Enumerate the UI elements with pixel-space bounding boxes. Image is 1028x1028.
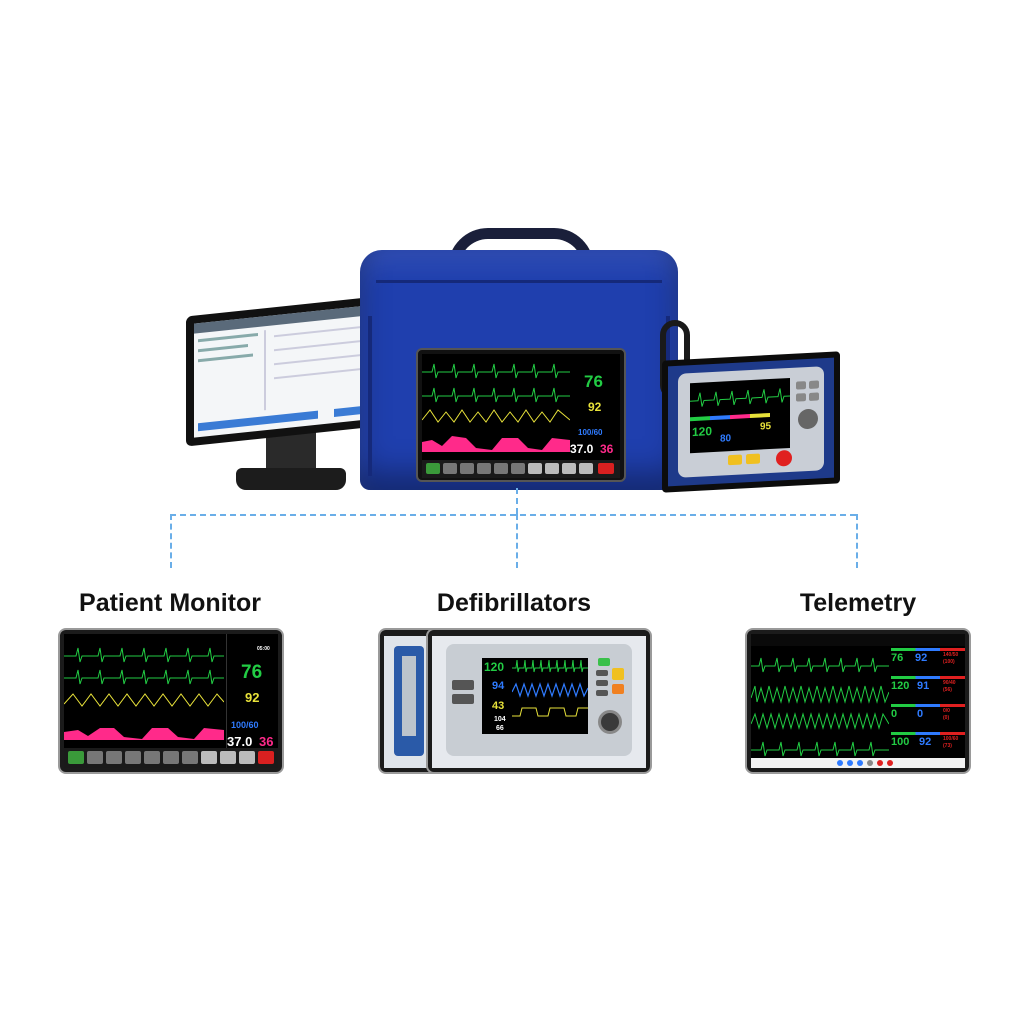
defib-charge-button[interactable] <box>612 668 624 680</box>
connector-trunk <box>516 488 518 514</box>
pm-numeric-panel: 05:00 76 92 100/60 37.0 36 <box>226 634 278 749</box>
connector-center <box>516 514 518 568</box>
telemetry-row: 0 0 0/0 (0) <box>891 704 965 730</box>
telemetry-spo2: 92 <box>919 736 932 748</box>
defib-selector-knob[interactable] <box>598 710 622 734</box>
pm-button[interactable] <box>106 751 122 764</box>
pm-home-button[interactable] <box>68 751 84 764</box>
right-tablet-sub: 80 <box>720 433 732 445</box>
defib-nibp-dia: 66 <box>496 725 504 732</box>
telemetry-bp: 0/0 <box>943 708 950 714</box>
telemetry-row: 76 92 140/50 (100) <box>891 648 965 674</box>
telemetry-nav-icon[interactable] <box>877 760 883 766</box>
desktop-monitor-screen <box>194 304 378 438</box>
telemetry-hr: 76 <box>891 652 904 664</box>
telemetry-spo2: 0 <box>917 708 924 720</box>
defib-nibp-sys: 104 <box>494 716 506 723</box>
bag-numeric-panel: 76 92 100/60 37.0 36 <box>570 354 620 458</box>
telemetry-row: 120 91 90/40 (56) <box>891 676 965 702</box>
connector-left <box>170 514 172 568</box>
pm-button[interactable] <box>239 751 255 764</box>
patient-monitor-screen: 05:00 76 92 100/60 37.0 36 <box>64 634 278 768</box>
telemetry-nav-icon[interactable] <box>847 760 853 766</box>
pm-button[interactable] <box>182 751 198 764</box>
defib-etco2-value: 43 <box>492 700 505 712</box>
pm-alarm-button[interactable] <box>258 751 274 764</box>
bag-tablet-screen: 76 92 100/60 37.0 36 <box>422 354 620 478</box>
pm-button[interactable] <box>201 751 217 764</box>
bag-temp-value: 37.0 <box>570 442 594 456</box>
right-tablet-screen: 120 80 95 <box>668 357 834 487</box>
defib-shock-button[interactable] <box>612 684 624 694</box>
pm-button-bar <box>64 748 278 768</box>
right-tablet-hr: 120 <box>692 424 713 440</box>
telemetry-map: (56) <box>943 687 952 693</box>
bag-tablet: 76 92 100/60 37.0 36 <box>416 348 626 482</box>
bag-hr-value: 76 <box>584 372 603 391</box>
telemetry-hr: 120 <box>891 680 910 692</box>
pm-spo2-value: 92 <box>245 690 260 705</box>
telemetry-nav-icon[interactable] <box>887 760 893 766</box>
telemetry-bp: 100/60 <box>943 736 959 742</box>
section-title-defibrillators: Defibrillators <box>436 589 592 617</box>
defib-side-buttons <box>452 680 474 720</box>
defib-spo2-value: 94 <box>492 680 505 692</box>
bag-spo2-value: 92 <box>588 400 602 414</box>
telemetry-status-bar <box>751 634 965 646</box>
pm-hr-value: 76 <box>241 662 263 683</box>
pm-time: 05:00 <box>257 646 270 652</box>
pm-button[interactable] <box>87 751 103 764</box>
section-title-patient-monitor: Patient Monitor <box>79 589 261 617</box>
telemetry-bp: 140/50 <box>943 652 959 658</box>
defib-control-panel <box>592 658 628 748</box>
defibrillator-tablet: 120 94 43 104 66 <box>426 628 652 774</box>
pm-nibp-value: 100/60 <box>231 720 259 730</box>
telemetry-hr: 0 <box>891 708 898 720</box>
pm-waveforms <box>64 647 224 740</box>
telemetry-nav-icon[interactable] <box>867 760 873 766</box>
pm-button[interactable] <box>125 751 141 764</box>
telemetry-spo2: 91 <box>917 680 930 692</box>
section-title-telemetry: Telemetry <box>799 589 917 617</box>
right-tablet-spo2: 95 <box>760 420 772 433</box>
telemetry-nav-bar <box>751 758 965 768</box>
telemetry-hr: 100 <box>891 736 910 748</box>
patient-monitor-tablet: 05:00 76 92 100/60 37.0 36 <box>58 628 284 774</box>
bag-waveforms <box>422 363 570 452</box>
telemetry-row: 100 92 100/60 (73) <box>891 732 965 758</box>
right-tablet: 120 80 95 <box>662 351 840 493</box>
defibrillator-screen: 120 94 43 104 66 <box>432 636 646 768</box>
telemetry-bp: 90/40 <box>943 680 956 686</box>
pm-button[interactable] <box>144 751 160 764</box>
bag-nibp-value: 100/60 <box>578 428 603 437</box>
pm-button[interactable] <box>220 751 236 764</box>
desktop-monitor <box>186 295 386 447</box>
telemetry-tablet: 76 92 140/50 (100) 120 91 90/40 (56) 0 0… <box>745 628 971 774</box>
telemetry-nav-icon[interactable] <box>857 760 863 766</box>
desktop-monitor-stand <box>236 430 346 490</box>
bag-button-bar <box>422 460 620 478</box>
telemetry-map: (0) <box>943 715 950 721</box>
telemetry-spo2: 92 <box>915 652 928 664</box>
defib-display: 120 94 43 104 66 <box>482 658 588 734</box>
pm-temp-value: 37.0 <box>227 734 253 749</box>
pm-resp-value: 36 <box>259 734 274 749</box>
telemetry-map: (100) <box>943 659 955 665</box>
defib-hr-value: 120 <box>484 660 505 674</box>
pm-button[interactable] <box>163 751 179 764</box>
telemetry-map: (73) <box>943 743 952 749</box>
telemetry-nav-icon[interactable] <box>837 760 843 766</box>
telemetry-screen: 76 92 140/50 (100) 120 91 90/40 (56) 0 0… <box>751 634 965 768</box>
defib-energy-button[interactable] <box>598 658 610 666</box>
connector-right <box>856 514 858 568</box>
hero-illustration: 76 92 100/60 37.0 36 <box>0 0 1028 500</box>
connector-horizontal <box>170 514 856 516</box>
bag-resp-value: 36 <box>600 442 614 456</box>
telemetry-waveforms <box>751 657 889 757</box>
